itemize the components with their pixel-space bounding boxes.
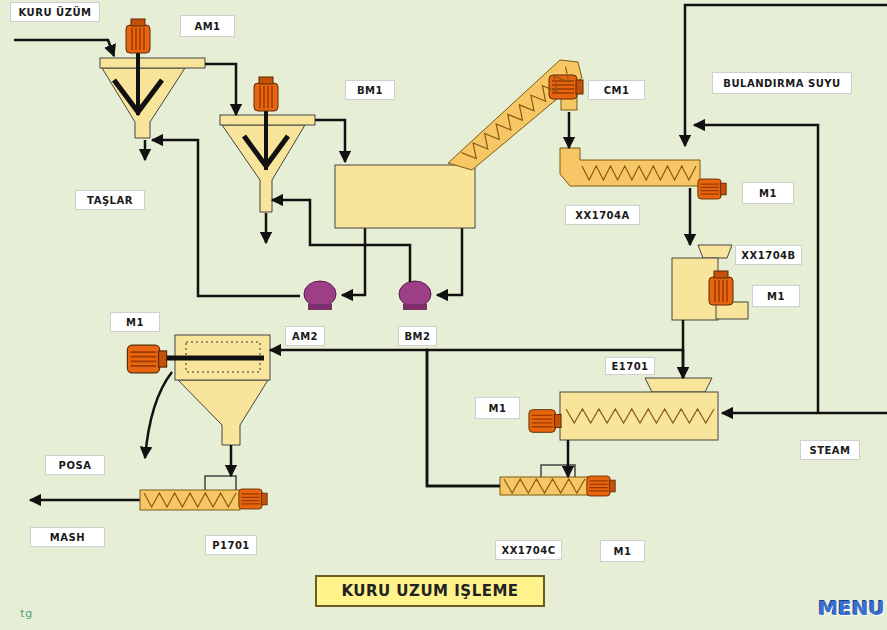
free-text: MENU <box>812 592 887 624</box>
equipment-tag: XX1704B <box>741 250 795 261</box>
equipment-tag: M1 <box>126 317 144 328</box>
equipment-node: M1 <box>125 335 270 445</box>
equipment-tag: CM1 <box>604 85 630 96</box>
screw-flight <box>144 493 236 507</box>
flow-arrow <box>152 140 300 296</box>
equipment-tag: XX1704A <box>575 210 630 221</box>
label-box: AM2 <box>285 326 325 346</box>
label-box: POSA <box>45 455 105 475</box>
label-box: M1 <box>752 285 800 307</box>
stream-label: POSA <box>59 460 92 471</box>
label-box: M1 <box>742 182 794 204</box>
stream-label: STEAM <box>809 445 850 456</box>
label-box: XX1704A <box>565 205 640 225</box>
label-box: XX1704B <box>735 245 802 265</box>
flow-arrow <box>567 440 570 477</box>
label-box: M1 <box>475 397 520 419</box>
equipment-node: AM1 <box>100 58 205 140</box>
stream-label: KURU ÜZÜM <box>19 7 92 18</box>
diagram-title: KURU UZUM IŞLEME <box>341 582 518 600</box>
menu-text: MENU <box>818 596 885 620</box>
stream-label: M1 <box>614 546 632 557</box>
label-box: BM2 <box>398 326 437 346</box>
flow-arrow <box>270 350 500 486</box>
stream-label: M1 <box>489 403 507 414</box>
menu-text: tg <box>20 607 32 620</box>
flow-arrow <box>205 64 236 115</box>
screw-flight <box>462 67 569 159</box>
equipment-node: XX1704B <box>672 245 748 320</box>
stream-label: MASH <box>50 532 85 543</box>
label-box: AM1 <box>180 15 235 37</box>
label-box: P1701 <box>205 535 257 555</box>
equipment-node: BM1 <box>220 115 315 215</box>
flow-arrow <box>427 350 683 486</box>
label-box: STEAM <box>800 440 860 460</box>
equipment-node: XX1704A <box>560 148 700 188</box>
label-box: MASH <box>30 527 105 547</box>
equipment-tag: XX1704C <box>501 545 555 556</box>
flow-arrow <box>230 445 233 476</box>
label-box: BM1 <box>345 80 395 100</box>
title-box: KURU UZUM IŞLEME <box>315 575 545 607</box>
label-box: CM1 <box>588 80 645 100</box>
stream-label: BULANDIRMA SUYU <box>723 78 840 89</box>
screw-flight <box>566 409 714 423</box>
equipment-node: E1701 <box>560 378 720 440</box>
equipment-tag: P1701 <box>212 540 250 551</box>
stream-label: TAŞLAR <box>87 195 133 206</box>
screw-flight <box>504 479 585 493</box>
flow-arrow <box>568 112 571 148</box>
equipment-tag: E1701 <box>611 361 648 372</box>
free-text: tg <box>14 604 39 622</box>
equipment-tag: BM1 <box>357 85 383 96</box>
equipment-node: AM2 <box>300 282 340 310</box>
label-box: BULANDIRMA SUYU <box>712 72 852 94</box>
stream-label: M1 <box>767 291 785 302</box>
equipment-tag: AM1 <box>194 21 220 32</box>
label-box: M1 <box>600 540 645 562</box>
label-box: E1701 <box>605 357 655 375</box>
label-box: KURU ÜZÜM <box>10 2 100 22</box>
equipment-node: XX1704C <box>500 465 610 500</box>
equipment-node: BM2 <box>395 280 435 310</box>
equipment-tag: BM2 <box>404 331 430 342</box>
equipment-node: CM1 <box>455 60 580 112</box>
label-box: TAŞLAR <box>75 190 145 210</box>
flow-arrow <box>272 200 410 282</box>
label-box: XX1704C <box>495 540 562 560</box>
flow-arrow <box>689 188 692 245</box>
equipment-tag: AM2 <box>292 331 318 342</box>
screw-flight <box>582 166 696 180</box>
stream-label: M1 <box>759 188 777 199</box>
equipment-node: P1701 <box>140 475 265 515</box>
label-box: M1 <box>110 312 160 332</box>
